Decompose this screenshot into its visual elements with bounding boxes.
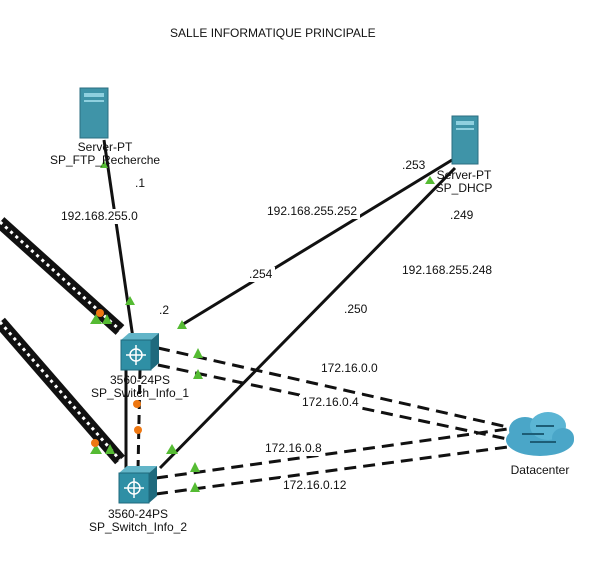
dhcp-server-icon[interactable] xyxy=(451,115,479,165)
network-252-label: 192.168.255.252 xyxy=(264,204,361,219)
switch1-name: SP_Switch_Info_1 xyxy=(90,386,190,400)
status-up-icon xyxy=(105,444,115,454)
status-up-icon xyxy=(102,314,112,324)
status-blocked-icon xyxy=(134,426,142,434)
dhcp-server-label: Server-PT SP_DHCP xyxy=(424,169,504,195)
status-up-icon xyxy=(190,482,200,492)
link-blocked-markers xyxy=(91,309,142,447)
status-up-icon xyxy=(177,320,187,329)
network-172-0-label: 172.16.0.0 xyxy=(318,361,381,376)
status-blocked-icon xyxy=(133,400,141,408)
switch1-icon[interactable] xyxy=(120,333,159,371)
ftp-ip-suffix: .1 xyxy=(135,176,146,190)
ftp-server-label: Server-PT SP_FTP_Recherche xyxy=(50,141,160,167)
network-248-label: 192.168.255.248 xyxy=(399,263,496,278)
status-up-icon xyxy=(425,176,435,184)
link-switch1-datacenter-a xyxy=(157,346,513,430)
status-up-icon xyxy=(166,444,178,454)
datacenter-cloud-icon[interactable] xyxy=(506,412,574,456)
ip-250-label: .250 xyxy=(341,302,371,317)
dhcp-ip-253: .253 xyxy=(399,158,429,173)
switch2-label: 3560-24PS SP_Switch_Info_2 xyxy=(78,508,198,534)
dhcp-server-model: Server-PT xyxy=(436,168,492,182)
switch1-label: 3560-24PS SP_Switch_Info_1 xyxy=(80,374,200,400)
datacenter-label: Datacenter xyxy=(510,463,570,477)
switch2-model: 3560-24PS xyxy=(107,507,169,521)
network-172-4-label: 172.16.0.4 xyxy=(299,395,362,410)
switch2-name: SP_Switch_Info_2 xyxy=(88,520,188,534)
status-blocked-icon xyxy=(91,439,99,447)
ftp-server-name: SP_FTP_Recherche xyxy=(50,153,161,167)
link-switch2-datacenter-b xyxy=(155,444,516,496)
status-up-icon xyxy=(100,160,108,168)
status-up-icon xyxy=(90,314,102,324)
link-dhcp-switch1 xyxy=(179,158,453,328)
network-172-12-label: 172.16.0.12 xyxy=(280,478,350,493)
status-up-icon xyxy=(193,369,203,379)
ip-254-label: .254 xyxy=(246,267,276,282)
network-172-8-label: 172.16.0.8 xyxy=(262,441,325,456)
trunk-link-bottom-stripes xyxy=(0,321,122,461)
status-up-icon xyxy=(125,296,135,305)
switch2-icon[interactable] xyxy=(118,466,157,504)
dhcp-server-name: SP_DHCP xyxy=(435,181,493,195)
dhcp-ip-249: .249 xyxy=(450,208,474,222)
ftp-server-model: Server-PT xyxy=(77,140,133,154)
page-title: SALLE INFORMATIQUE PRINCIPALE xyxy=(170,26,376,40)
link-dhcp-switch2 xyxy=(158,166,457,470)
status-up-icon xyxy=(190,462,200,472)
ftp-server-icon[interactable] xyxy=(79,87,109,139)
status-blocked-icon xyxy=(96,309,104,317)
ftp-network-label: 192.168.255.0 xyxy=(58,209,141,224)
link-ftp-switch1 xyxy=(102,139,136,346)
link-switch1-switch2-b xyxy=(136,369,142,471)
link-status-markers xyxy=(90,160,435,492)
status-up-icon xyxy=(90,444,102,454)
status-up-icon xyxy=(193,348,203,358)
link-switch2-datacenter-a xyxy=(155,426,516,480)
switch1-ip-suffix: .2 xyxy=(159,303,170,317)
switch1-model: 3560-24PS xyxy=(109,373,171,387)
